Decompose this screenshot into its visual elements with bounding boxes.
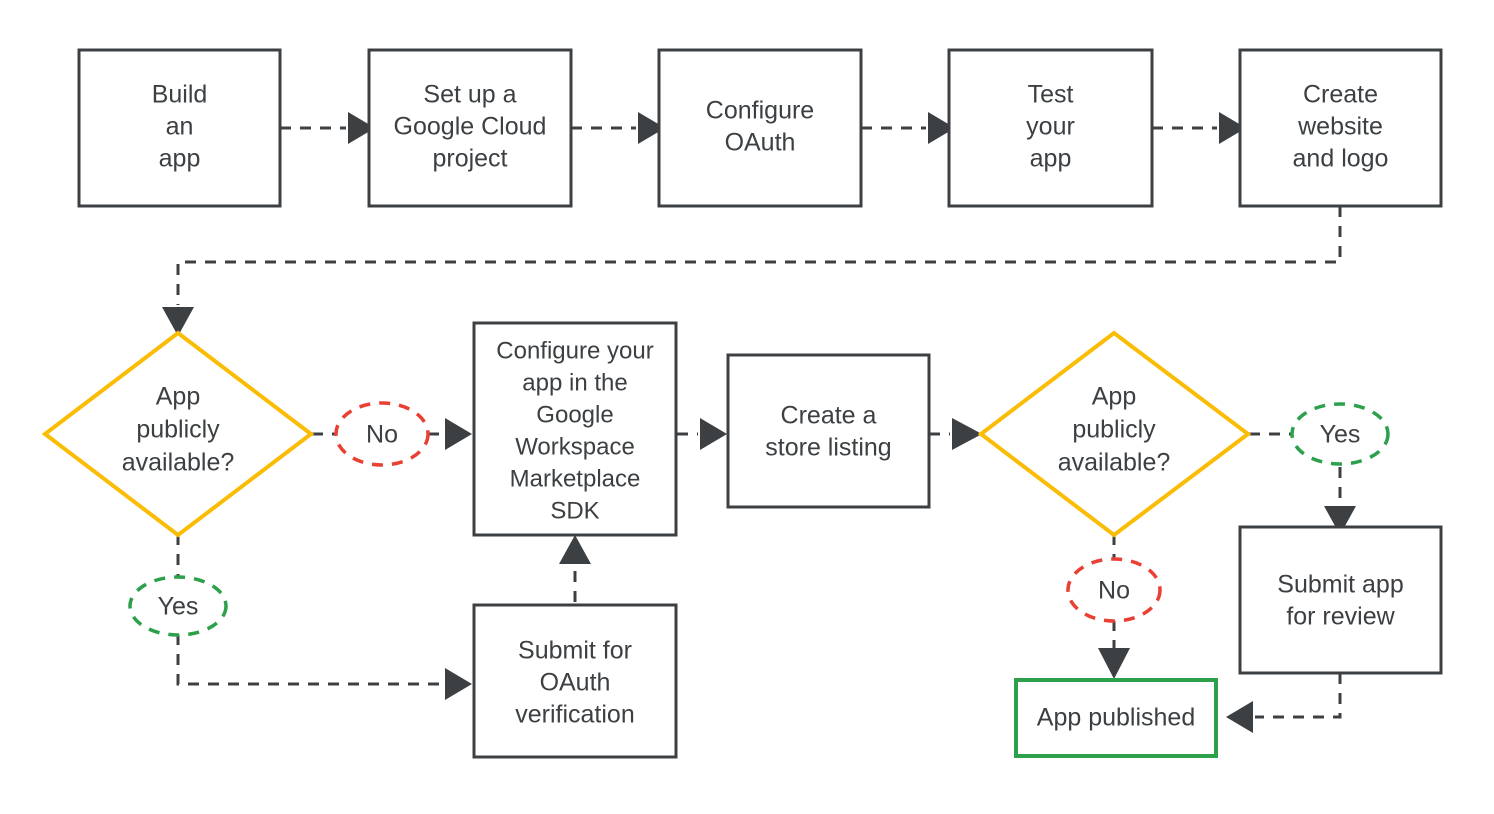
edge-create-store-listing-to-decision-public-2 — [929, 418, 982, 450]
node-submit-app-review-line-1: for review — [1286, 603, 1395, 631]
nodes-layer: Build an app Set up a Google Cloud proje… — [41, 48, 1443, 759]
edge-test-your-app-to-create-website-logo — [1152, 112, 1246, 144]
node-decision-public-2[interactable]: App publicly available? — [977, 330, 1252, 538]
node-decision-public-2-line-0: App — [1092, 383, 1136, 411]
edge-label-no-1-text: No — [366, 421, 398, 449]
node-configure-sdk-line-4: Marketplace — [510, 465, 641, 492]
edge-submit-app-review-to-app-published — [1226, 673, 1342, 733]
node-submit-app-review-line-0: Submit app — [1277, 571, 1403, 599]
node-configure-oauth-shape[interactable] — [657, 48, 863, 208]
node-submit-oauth-verification-line-2: verification — [515, 701, 635, 729]
node-configure-sdk-line-0: Configure your — [496, 337, 653, 364]
node-app-published-shape[interactable] — [1014, 678, 1218, 758]
edge-label-yes-2-text: Yes — [1320, 421, 1361, 449]
edges-layer — [162, 112, 1356, 733]
node-set-up-gcp-project-line-0: Set up a — [423, 81, 516, 109]
node-build-an-app-shape[interactable] — [77, 48, 282, 208]
node-configure-sdk-line-2: Google — [536, 401, 613, 428]
edge-decision-public-1-to-submit-oauth-verification — [176, 534, 472, 700]
node-create-store-listing[interactable]: Create a store listing — [726, 353, 931, 509]
edge-create-website-logo-to-decision-public-1 — [162, 206, 1342, 336]
node-test-your-app-line-0: Test — [1028, 81, 1074, 109]
node-decision-public-2-line-2: available? — [1058, 449, 1171, 477]
node-create-website-logo-line-0: Create — [1303, 81, 1378, 109]
node-app-published[interactable]: App published — [1014, 678, 1218, 758]
node-create-store-listing-line-0: Create a — [781, 402, 877, 430]
node-test-your-app-shape[interactable] — [947, 48, 1154, 208]
node-create-store-listing-line-1: store listing — [765, 434, 891, 462]
node-decision-public-1-line-2: available? — [122, 449, 235, 477]
node-submit-oauth-verification-line-1: OAuth — [540, 669, 611, 697]
node-submit-oauth-verification-shape[interactable] — [472, 603, 678, 759]
edge-label-no-2-text: No — [1098, 577, 1130, 605]
edge-set-up-gcp-project-to-configure-oauth — [571, 112, 665, 144]
node-create-website-logo-shape[interactable] — [1238, 48, 1443, 208]
edge-label-no-2-ellipse[interactable] — [1066, 557, 1162, 623]
node-configure-sdk-shape[interactable] — [472, 321, 678, 537]
node-configure-sdk-line-1: app in the — [522, 369, 627, 396]
edge-label-no-1-ellipse[interactable] — [334, 401, 430, 467]
node-set-up-gcp-project-shape[interactable] — [367, 48, 573, 208]
edge-decision-public-1-to-configure-sdk — [312, 418, 472, 450]
node-decision-public-1-shape[interactable] — [41, 330, 315, 538]
edge-configure-sdk-to-create-store-listing — [677, 418, 727, 450]
node-set-up-gcp-project[interactable]: Set up a Google Cloud project — [367, 48, 573, 208]
node-set-up-gcp-project-line-1: Google Cloud — [394, 113, 547, 141]
node-configure-oauth[interactable]: Configure OAuth — [657, 48, 863, 208]
edge-label-no-2[interactable]: No — [1066, 557, 1162, 623]
node-submit-oauth-verification[interactable]: Submit for OAuth verification — [472, 603, 678, 759]
node-submit-app-review[interactable]: Submit app for review — [1238, 525, 1443, 675]
node-decision-public-1-line-1: publicly — [136, 416, 220, 444]
edge-label-yes-2-ellipse[interactable] — [1290, 402, 1390, 466]
node-build-an-app[interactable]: Build an app — [77, 48, 282, 208]
edge-build-an-app-to-set-up-gcp-project — [280, 112, 375, 144]
node-decision-public-1[interactable]: App publicly available? — [41, 330, 315, 538]
node-configure-sdk-line-3: Workspace — [515, 433, 635, 460]
edge-configure-oauth-to-test-your-app — [861, 112, 955, 144]
node-decision-public-2-line-1: publicly — [1072, 416, 1156, 444]
node-configure-sdk-line-5: SDK — [550, 497, 599, 524]
node-create-website-logo[interactable]: Create website and logo — [1238, 48, 1443, 208]
edge-label-no-1[interactable]: No — [334, 401, 430, 467]
edge-decision-public-2-to-submit-app-review — [1249, 432, 1356, 535]
node-configure-oauth-line-0: Configure — [706, 97, 814, 125]
edge-labels-layer: No Yes Yes No — [128, 401, 1390, 637]
node-set-up-gcp-project-line-2: project — [432, 145, 507, 173]
node-submit-oauth-verification-line-0: Submit for — [518, 637, 632, 665]
edge-label-yes-1-ellipse[interactable] — [128, 575, 228, 637]
node-create-store-listing-shape[interactable] — [726, 353, 931, 509]
node-create-website-logo-line-2: and logo — [1293, 145, 1389, 173]
edge-label-yes-1[interactable]: Yes — [128, 575, 228, 637]
node-test-your-app[interactable]: Test your app — [947, 48, 1154, 208]
edge-label-yes-1-text: Yes — [158, 593, 199, 621]
node-build-an-app-line-0: Build — [152, 81, 208, 109]
node-configure-oauth-line-1: OAuth — [725, 129, 796, 157]
node-build-an-app-line-2: app — [159, 145, 201, 173]
node-app-published-line-0: App published — [1037, 704, 1195, 732]
edge-decision-public-2-to-app-published — [1098, 534, 1130, 679]
node-test-your-app-line-2: app — [1030, 145, 1072, 173]
node-build-an-app-line-1: an — [166, 113, 194, 141]
node-test-your-app-line-1: your — [1026, 113, 1075, 141]
node-configure-sdk[interactable]: Configure your app in the Google Workspa… — [472, 321, 678, 537]
node-decision-public-2-shape[interactable] — [977, 330, 1252, 538]
node-submit-app-review-shape[interactable] — [1238, 525, 1443, 675]
node-decision-public-1-line-0: App — [156, 383, 200, 411]
node-create-website-logo-line-1: website — [1297, 113, 1383, 141]
edge-label-yes-2[interactable]: Yes — [1290, 402, 1390, 466]
